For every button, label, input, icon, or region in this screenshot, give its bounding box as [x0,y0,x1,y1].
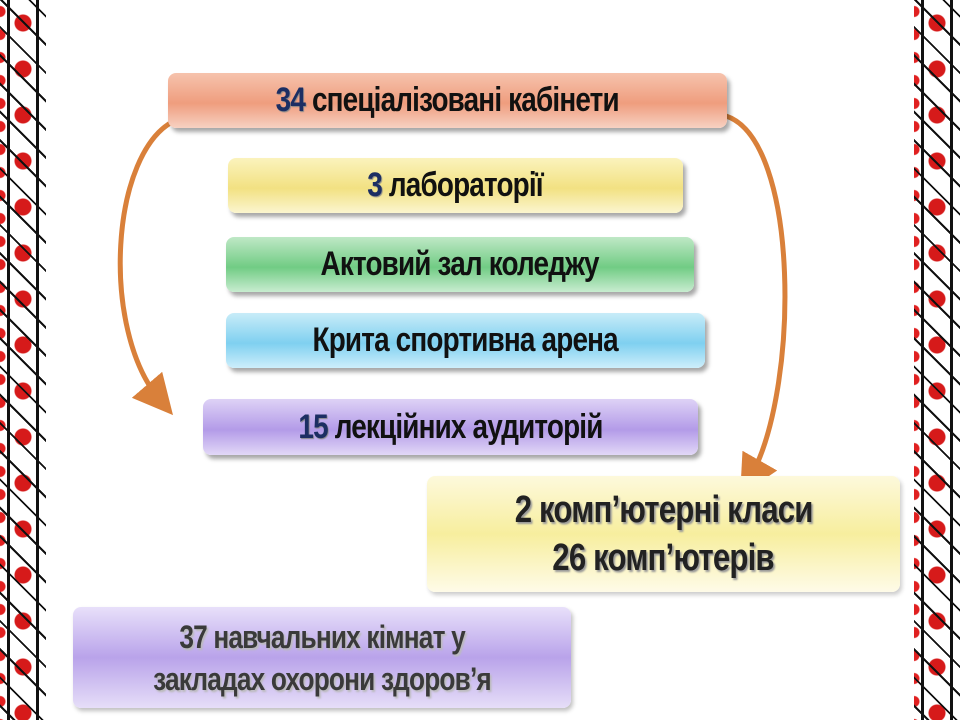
left-curved-arrow [117,117,178,416]
computer-classes-box: 2 комп’ютерні класи 26 комп’ютерів [427,476,900,592]
auditoriums-count: 15 [298,407,328,446]
laboratories-box: 3 лабораторії [228,158,683,213]
assembly-hall-box: Актовий зал коледжу [226,237,694,292]
embroidery-border-right [914,0,960,720]
healthcare-rooms-box: 37 навчальних кімнат у закладах охорони з… [73,607,571,708]
labs-count: 3 [367,166,384,204]
specialized-cabinets-box: 34 спеціалізовані кабінети [168,73,727,128]
labs-label: лабораторії [382,166,544,204]
cabinets-count: 34 [275,81,306,119]
embroidery-border-left [0,0,46,720]
hall-label: Актовий зал коледжу [320,245,600,283]
computer-classes-line1: 2 комп’ютерні класи [514,489,814,531]
arena-label: Крита спортивна арена [312,321,619,359]
cabinets-label: спеціалізовані кабінети [305,81,620,119]
right-curved-arrow [725,113,788,496]
rooms-line2: закладах охорони здоров’я [153,660,492,697]
rooms-line1: 37 навчальних кімнат у [179,618,465,655]
computer-classes-line2: 26 комп’ютерів [552,537,775,579]
auditoriums-label: лекційних аудиторій [327,407,604,446]
sports-arena-box: Крита спортивна арена [226,313,705,368]
auditoriums-box: 15 лекційних аудиторій [203,399,698,455]
